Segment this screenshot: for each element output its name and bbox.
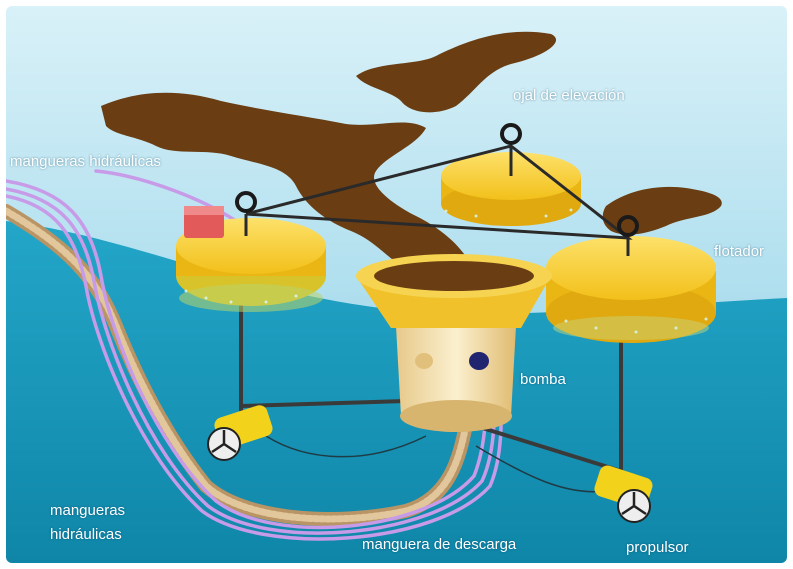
label-hydraulic-hoses-top: mangueras hidráulicas	[10, 152, 161, 171]
label-hydraulic-hoses-bottom-line1: mangueras	[50, 501, 125, 520]
skimmer-illustration	[6, 6, 787, 563]
pump-valve-icon	[469, 352, 489, 370]
label-lifting-eye: ojal de elevación	[513, 86, 625, 105]
diagram-frame: mangueras hidráulicas ojal de elevación …	[6, 6, 787, 563]
label-thruster: propulsor	[626, 538, 689, 557]
label-discharge-hose: manguera de descarga	[362, 535, 516, 554]
label-float: flotador	[714, 242, 764, 261]
float-right	[546, 236, 716, 343]
label-pump: bomba	[520, 370, 566, 389]
label-hydraulic-hoses-bottom-line2: hidráulicas	[50, 525, 122, 544]
